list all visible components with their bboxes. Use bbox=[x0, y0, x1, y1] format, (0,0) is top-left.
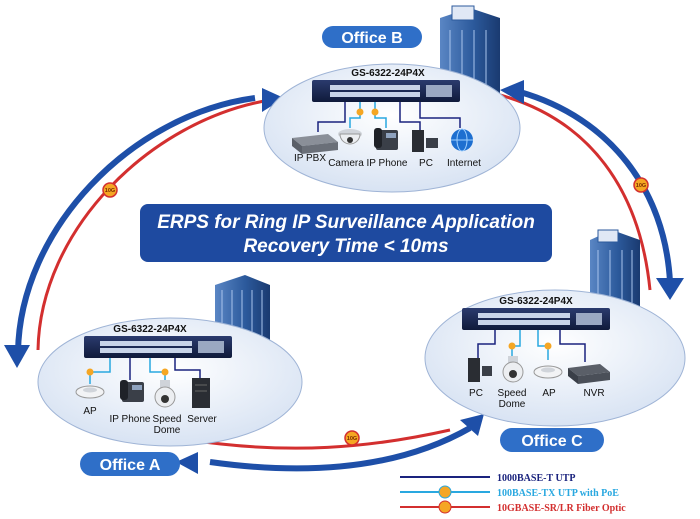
office-c-label: Office C bbox=[521, 433, 583, 450]
office-a-switch-label: GS-6322-24P4X bbox=[113, 324, 187, 335]
device-label: NVR bbox=[583, 388, 604, 399]
device-label: Server bbox=[187, 414, 217, 425]
device-label: AP bbox=[83, 406, 97, 417]
device-label: IP PBX bbox=[294, 153, 326, 164]
ip-phone-icon bbox=[374, 128, 398, 150]
svg-text:10G: 10G bbox=[636, 183, 646, 189]
arrow-a-to-c bbox=[209, 425, 472, 472]
device-label: Dome bbox=[154, 425, 181, 436]
dome-camera-icon bbox=[338, 129, 362, 145]
fiber-tag-left: 10G bbox=[102, 182, 118, 198]
fiber-link-b-c bbox=[499, 93, 652, 291]
office-b-badge bbox=[322, 26, 422, 48]
access-point-icon bbox=[75, 385, 105, 399]
device-label: Speed bbox=[498, 388, 527, 399]
device-label: AP bbox=[542, 388, 556, 399]
ip-pbx-icon bbox=[292, 134, 338, 154]
office-a-label: Office A bbox=[100, 457, 161, 474]
arrow-b-to-c bbox=[519, 89, 673, 283]
title-line-1: ERPS for Ring IP Surveillance Applicatio… bbox=[157, 212, 535, 233]
fiber-tag-bottom: 10G bbox=[344, 430, 360, 446]
device-label: Speed bbox=[153, 414, 182, 425]
device-label: Internet bbox=[447, 158, 481, 169]
server-icon bbox=[192, 378, 210, 408]
svg-text:1000BASE-T UTP: 1000BASE-T UTP bbox=[497, 473, 575, 484]
office-b-switch bbox=[312, 80, 460, 102]
office-b-switch-label: GS-6322-24P4X bbox=[351, 68, 425, 79]
ring-arrows bbox=[4, 80, 684, 474]
device-label: IP Phone bbox=[367, 158, 408, 169]
speed-dome-icon bbox=[154, 380, 176, 408]
office-a: GS-6322-24P4X bbox=[37, 275, 303, 476]
title-line-2: Recovery Time < 10ms bbox=[243, 236, 448, 257]
office-a-switch bbox=[84, 336, 232, 358]
pc-icon bbox=[412, 130, 438, 152]
office-b-label: Office B bbox=[341, 30, 402, 47]
office-a-badge bbox=[80, 452, 180, 476]
fiber-link-a-c bbox=[189, 428, 451, 450]
arrow-head-a-bottom bbox=[176, 452, 198, 474]
device-label: Camera bbox=[328, 158, 364, 169]
office-c: GS-6322-24P4X bbox=[424, 229, 686, 452]
arrow-head-a bbox=[4, 345, 30, 368]
legend-item-utp: 1000BASE-T UTP bbox=[400, 473, 575, 484]
device-label: Dome bbox=[499, 399, 526, 410]
nvr-icon bbox=[568, 364, 610, 384]
arrow-b-to-a bbox=[15, 95, 256, 353]
office-c-links bbox=[477, 330, 586, 362]
office-c-badge bbox=[500, 428, 604, 452]
arrow-head-b-left bbox=[262, 88, 284, 112]
access-point-icon bbox=[533, 365, 563, 379]
device-label: PC bbox=[469, 388, 483, 399]
office-b-links bbox=[317, 102, 461, 132]
device-label: IP Phone bbox=[110, 414, 151, 425]
legend-item-poe: 100BASE-TX UTP with PoE bbox=[400, 485, 619, 499]
svg-text:10G: 10G bbox=[347, 436, 357, 442]
legend: 1000BASE-T UTP 100BASE-TX UTP with PoE 1… bbox=[400, 473, 626, 514]
pc-icon bbox=[468, 358, 492, 382]
legend-item-fiber: 10GBASE-SR/LR Fiber Optic bbox=[400, 500, 626, 514]
device-label: PC bbox=[419, 158, 433, 169]
office-c-switch-label: GS-6322-24P4X bbox=[499, 296, 573, 307]
internet-globe-icon bbox=[451, 128, 473, 152]
svg-text:10GBASE-SR/LR Fiber Optic: 10GBASE-SR/LR Fiber Optic bbox=[497, 503, 626, 514]
office-c-switch bbox=[462, 308, 610, 330]
speed-dome-icon bbox=[502, 356, 524, 383]
title-banner: ERPS for Ring IP Surveillance Applicatio… bbox=[140, 204, 552, 262]
svg-text:100BASE-TX UTP with PoE: 100BASE-TX UTP with PoE bbox=[497, 488, 619, 499]
fiber-tag-right: 10G bbox=[633, 177, 649, 193]
office-a-links bbox=[86, 358, 201, 384]
ip-phone-icon bbox=[120, 380, 144, 402]
arrow-head-c bbox=[656, 278, 684, 300]
office-b: Office B GS-6322-24P4X bbox=[263, 5, 521, 193]
svg-text:10G: 10G bbox=[105, 188, 115, 194]
arrow-head-c-bottom bbox=[460, 414, 484, 436]
arrow-head-b-right bbox=[500, 80, 524, 104]
